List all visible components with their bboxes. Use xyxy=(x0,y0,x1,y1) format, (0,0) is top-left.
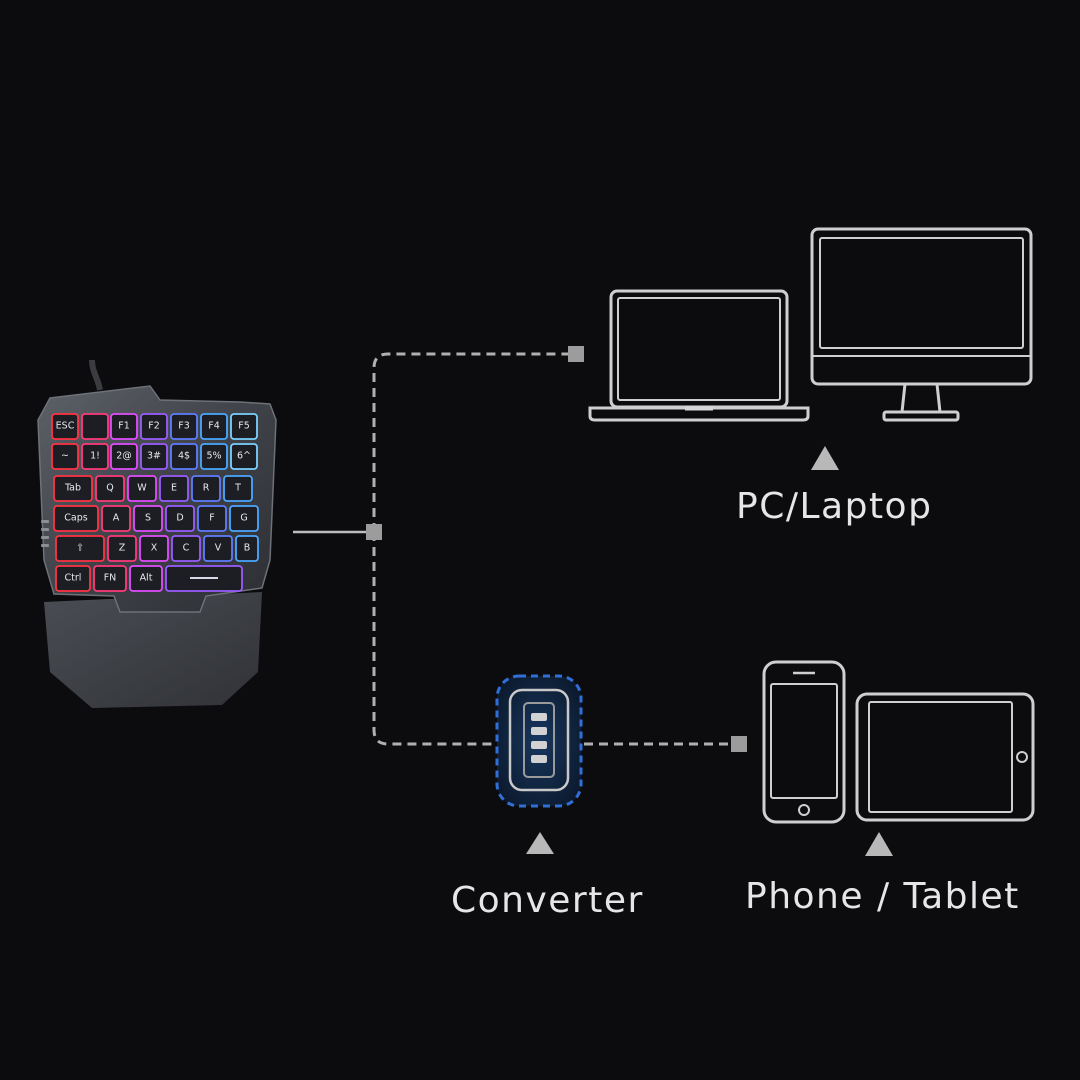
keycap xyxy=(159,475,189,502)
keycap xyxy=(81,443,109,470)
keycap-label: 6^ xyxy=(237,451,251,462)
keycap-label: 1! xyxy=(90,451,100,462)
keycap xyxy=(140,443,168,470)
keycap xyxy=(93,565,127,592)
keycap-label: S xyxy=(145,513,151,524)
keycap-label: 3# xyxy=(147,451,161,462)
keycap-label: ~ xyxy=(61,451,69,462)
keycap-label: F3 xyxy=(178,421,190,432)
keycap xyxy=(200,443,228,470)
keycap xyxy=(235,535,259,562)
monitor-icon xyxy=(810,227,1033,422)
keycap xyxy=(51,443,79,470)
keycap-label: E xyxy=(171,483,177,494)
keyboard-cable xyxy=(89,359,103,391)
keycap-label: T xyxy=(234,483,241,494)
keycap xyxy=(101,505,131,532)
keycap xyxy=(81,413,109,440)
converter-label: Converter xyxy=(451,880,644,921)
keycap-label: 4$ xyxy=(178,451,190,462)
keycap-label: V xyxy=(215,543,222,554)
keycap xyxy=(55,535,105,562)
keyboard-keys: ESC F1 F2 F3 F4 F5 ~1! 2@ 3# 4$ 5% 6^ Tab Q W E R T Caps A S… xyxy=(51,413,259,592)
pc-branch-line xyxy=(372,352,570,532)
phone-icon xyxy=(762,660,846,824)
keycap xyxy=(230,443,258,470)
keycap xyxy=(53,475,93,502)
keycap-label: F1 xyxy=(118,421,130,432)
phone-tablet-pointer-icon xyxy=(865,832,893,856)
pc-laptop-label: PC/Laptop xyxy=(736,486,933,527)
keycap xyxy=(171,535,201,562)
keycap-label: A xyxy=(113,513,120,524)
keycap xyxy=(55,565,91,592)
converter-icon xyxy=(495,674,583,808)
converter-branch-line xyxy=(372,532,496,746)
keycap-label: Tab xyxy=(64,483,81,494)
keycap-label: G xyxy=(240,513,247,524)
keycap-label: 2@ xyxy=(116,451,132,462)
keyboard-side-vents xyxy=(41,520,49,547)
keycap-label: W xyxy=(137,483,147,494)
keycap-label: F2 xyxy=(148,421,160,432)
keycap-label: Q xyxy=(106,483,113,494)
keycap xyxy=(203,535,233,562)
keycap xyxy=(230,413,258,440)
keycap-label: F xyxy=(209,513,214,524)
tablet-icon xyxy=(855,692,1035,822)
keycap xyxy=(129,565,163,592)
keycap-label: C xyxy=(183,543,190,554)
keycap xyxy=(200,413,228,440)
keycap xyxy=(127,475,157,502)
keycap-label: 5% xyxy=(206,451,221,462)
converter-pointer-icon xyxy=(526,832,554,854)
keycap-label: Caps xyxy=(64,513,87,524)
keycap xyxy=(229,505,259,532)
pc-laptop-pointer-icon xyxy=(811,446,839,470)
keycap xyxy=(139,535,169,562)
laptop-icon xyxy=(588,289,810,422)
phone-tablet-label: Phone / Tablet xyxy=(745,876,1020,917)
keycap-label: F4 xyxy=(208,421,220,432)
keycap xyxy=(165,505,195,532)
keycap xyxy=(170,443,198,470)
keycap xyxy=(110,443,138,470)
keycap xyxy=(170,413,198,440)
spacebar-mark xyxy=(190,577,218,579)
keycap xyxy=(133,505,163,532)
keycap xyxy=(95,475,125,502)
mobile-endpoint-node xyxy=(731,736,747,752)
keycap xyxy=(53,505,99,532)
keyboard-icon: ESC F1 F2 F3 F4 F5 ~1! 2@ 3# 4$ 5% 6^ Tab Q W E R T Caps A S… xyxy=(37,359,277,708)
keycap xyxy=(191,475,221,502)
keycap xyxy=(197,505,227,532)
keycap-label: B xyxy=(244,543,251,554)
keycap-label: Ctrl xyxy=(65,573,82,584)
pc-endpoint-node xyxy=(568,346,584,362)
keycap xyxy=(140,413,168,440)
keycap-label: X xyxy=(151,543,158,554)
keycap xyxy=(107,535,137,562)
junction-node xyxy=(366,524,382,540)
keycap-label: ESC xyxy=(56,421,75,432)
keycap xyxy=(110,413,138,440)
keycap-label: ⇧ xyxy=(76,543,84,554)
keycap-label: Alt xyxy=(140,573,153,584)
keycap xyxy=(51,413,79,440)
keycap-label: D xyxy=(176,513,183,524)
keycap xyxy=(223,475,253,502)
keycap-label: F5 xyxy=(238,421,250,432)
keycap-label: Z xyxy=(119,543,126,554)
keyboard-palm-rest xyxy=(44,592,262,708)
connection-lines xyxy=(293,346,747,752)
keycap-label: FN xyxy=(104,573,117,584)
keycap-label: R xyxy=(203,483,210,494)
